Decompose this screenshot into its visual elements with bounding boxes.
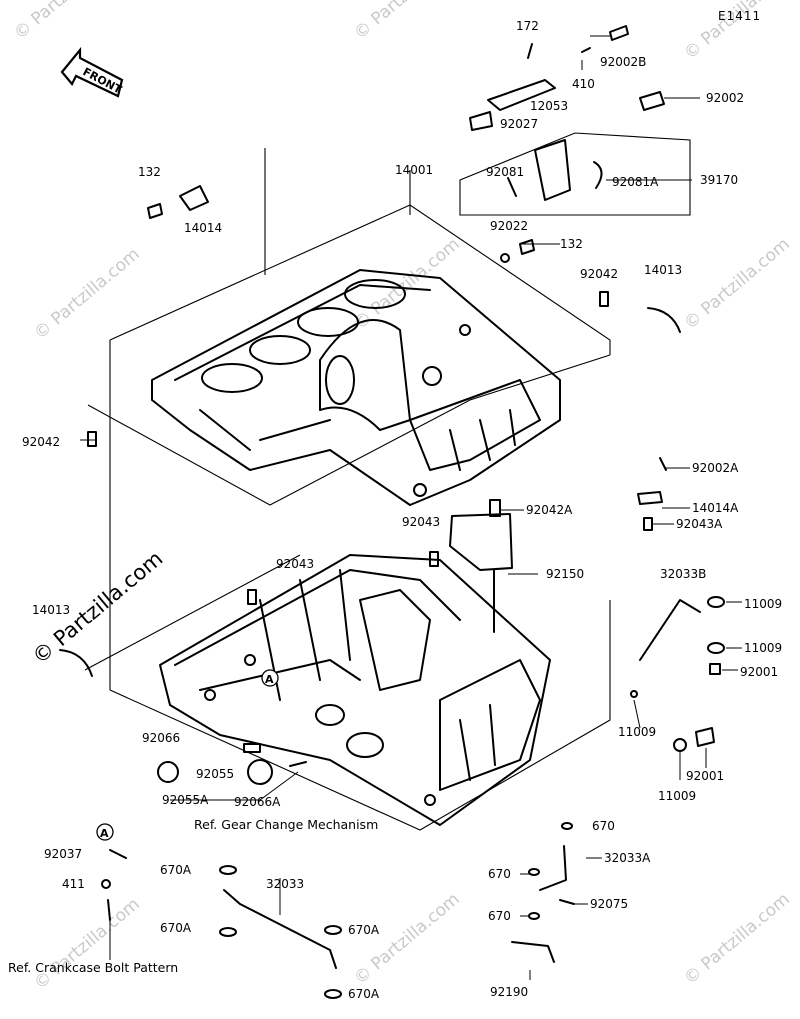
part-label-92037: 92037 (44, 847, 82, 861)
part-label-32033: 32033 (266, 877, 304, 891)
part-label-92043-b: 92043 (276, 557, 314, 571)
part-label-92055: 92055 (196, 767, 234, 781)
part-label-92027: 92027 (500, 117, 538, 131)
callout-a-case: A (261, 669, 279, 687)
part-label-92002: 92002 (706, 91, 744, 105)
part-label-92043a: 92043A (676, 517, 723, 531)
part-label-172: 172 (516, 19, 539, 33)
lower-crankcase (159, 554, 551, 826)
part-label-11009-b: 11009 (744, 641, 782, 655)
watermark: © Partzilla.com (30, 894, 143, 994)
callout-a-left: A (96, 823, 114, 841)
part-label-12053: 12053 (530, 99, 568, 113)
part-label-92066: 92066 (142, 731, 180, 745)
part-label-92081a: 92081A (612, 175, 659, 189)
part-label-410: 410 (572, 77, 595, 91)
small-parts (59, 25, 725, 999)
part-label-132: 132 (138, 165, 161, 179)
part-label-14014a: 14014A (692, 501, 739, 515)
part-label-670-b: 670 (488, 867, 511, 881)
watermark: © Partzilla.com (680, 889, 793, 989)
part-label-92042: 92042 (580, 267, 618, 281)
part-label-92055a: 92055A (162, 793, 209, 807)
part-label-92002a: 92002A (692, 461, 739, 475)
watermark: © Partzilla.com (680, 234, 793, 334)
callout-letter: A (265, 673, 274, 686)
part-label-14013-b: 14013 (32, 603, 70, 617)
part-labels: 172 92002B 410 12053 92027 92002 132 140… (22, 19, 782, 1001)
part-label-670a-c: 670A (348, 923, 380, 937)
part-label-670a-b: 670A (160, 921, 192, 935)
part-label-39170: 39170 (700, 173, 738, 187)
part-label-92001-b: 92001 (686, 769, 724, 783)
part-label-92042-b: 92042 (22, 435, 60, 449)
upper-crankcase (151, 269, 561, 506)
part-label-92150: 92150 (546, 567, 584, 581)
part-label-92042a: 92042A (526, 503, 573, 517)
watermark: © Partzilla.com (30, 244, 143, 344)
leader-lines (80, 35, 742, 980)
part-label-92066a: 92066A (234, 795, 281, 809)
part-label-32033b: 32033B (660, 567, 706, 581)
part-label-670a: 670A (160, 863, 192, 877)
part-label-11009-d: 11009 (658, 789, 696, 803)
watermark: © Partzilla.com (10, 0, 123, 44)
assembly-frames (84, 132, 691, 831)
part-label-92190: 92190 (490, 985, 528, 999)
ref-gear-change: Ref. Gear Change Mechanism (194, 817, 378, 832)
part-label-92043: 92043 (402, 515, 440, 529)
part-label-670-c: 670 (488, 909, 511, 923)
part-label-11009: 11009 (744, 597, 782, 611)
watermark: © Partzilla.com (350, 0, 463, 44)
ref-bolt-pattern: Ref. Crankcase Bolt Pattern (8, 960, 178, 975)
part-label-670a-d: 670A (348, 987, 380, 1001)
diagram-code: E1411 (718, 9, 761, 23)
part-label-92001: 92001 (740, 665, 778, 679)
part-label-92022: 92022 (490, 219, 528, 233)
front-arrow: FRONT (60, 46, 124, 98)
part-label-11009-c: 11009 (618, 725, 656, 739)
part-label-132-b: 132 (560, 237, 583, 251)
part-label-92002b: 92002B (600, 55, 646, 69)
part-label-411: 411 (62, 877, 85, 891)
part-label-32033a: 32033A (604, 851, 651, 865)
watermark: © Partzilla.com (350, 889, 463, 989)
part-label-14013: 14013 (644, 263, 682, 277)
part-label-92081: 92081 (486, 165, 524, 179)
part-label-670: 670 (592, 819, 615, 833)
part-label-92075: 92075 (590, 897, 628, 911)
part-label-14014: 14014 (184, 221, 222, 235)
callout-letter: A (100, 827, 109, 840)
watermarks: © Partzilla.com © Partzilla.com © Partzi… (10, 0, 793, 994)
part-label-14001: 14001 (395, 163, 433, 177)
